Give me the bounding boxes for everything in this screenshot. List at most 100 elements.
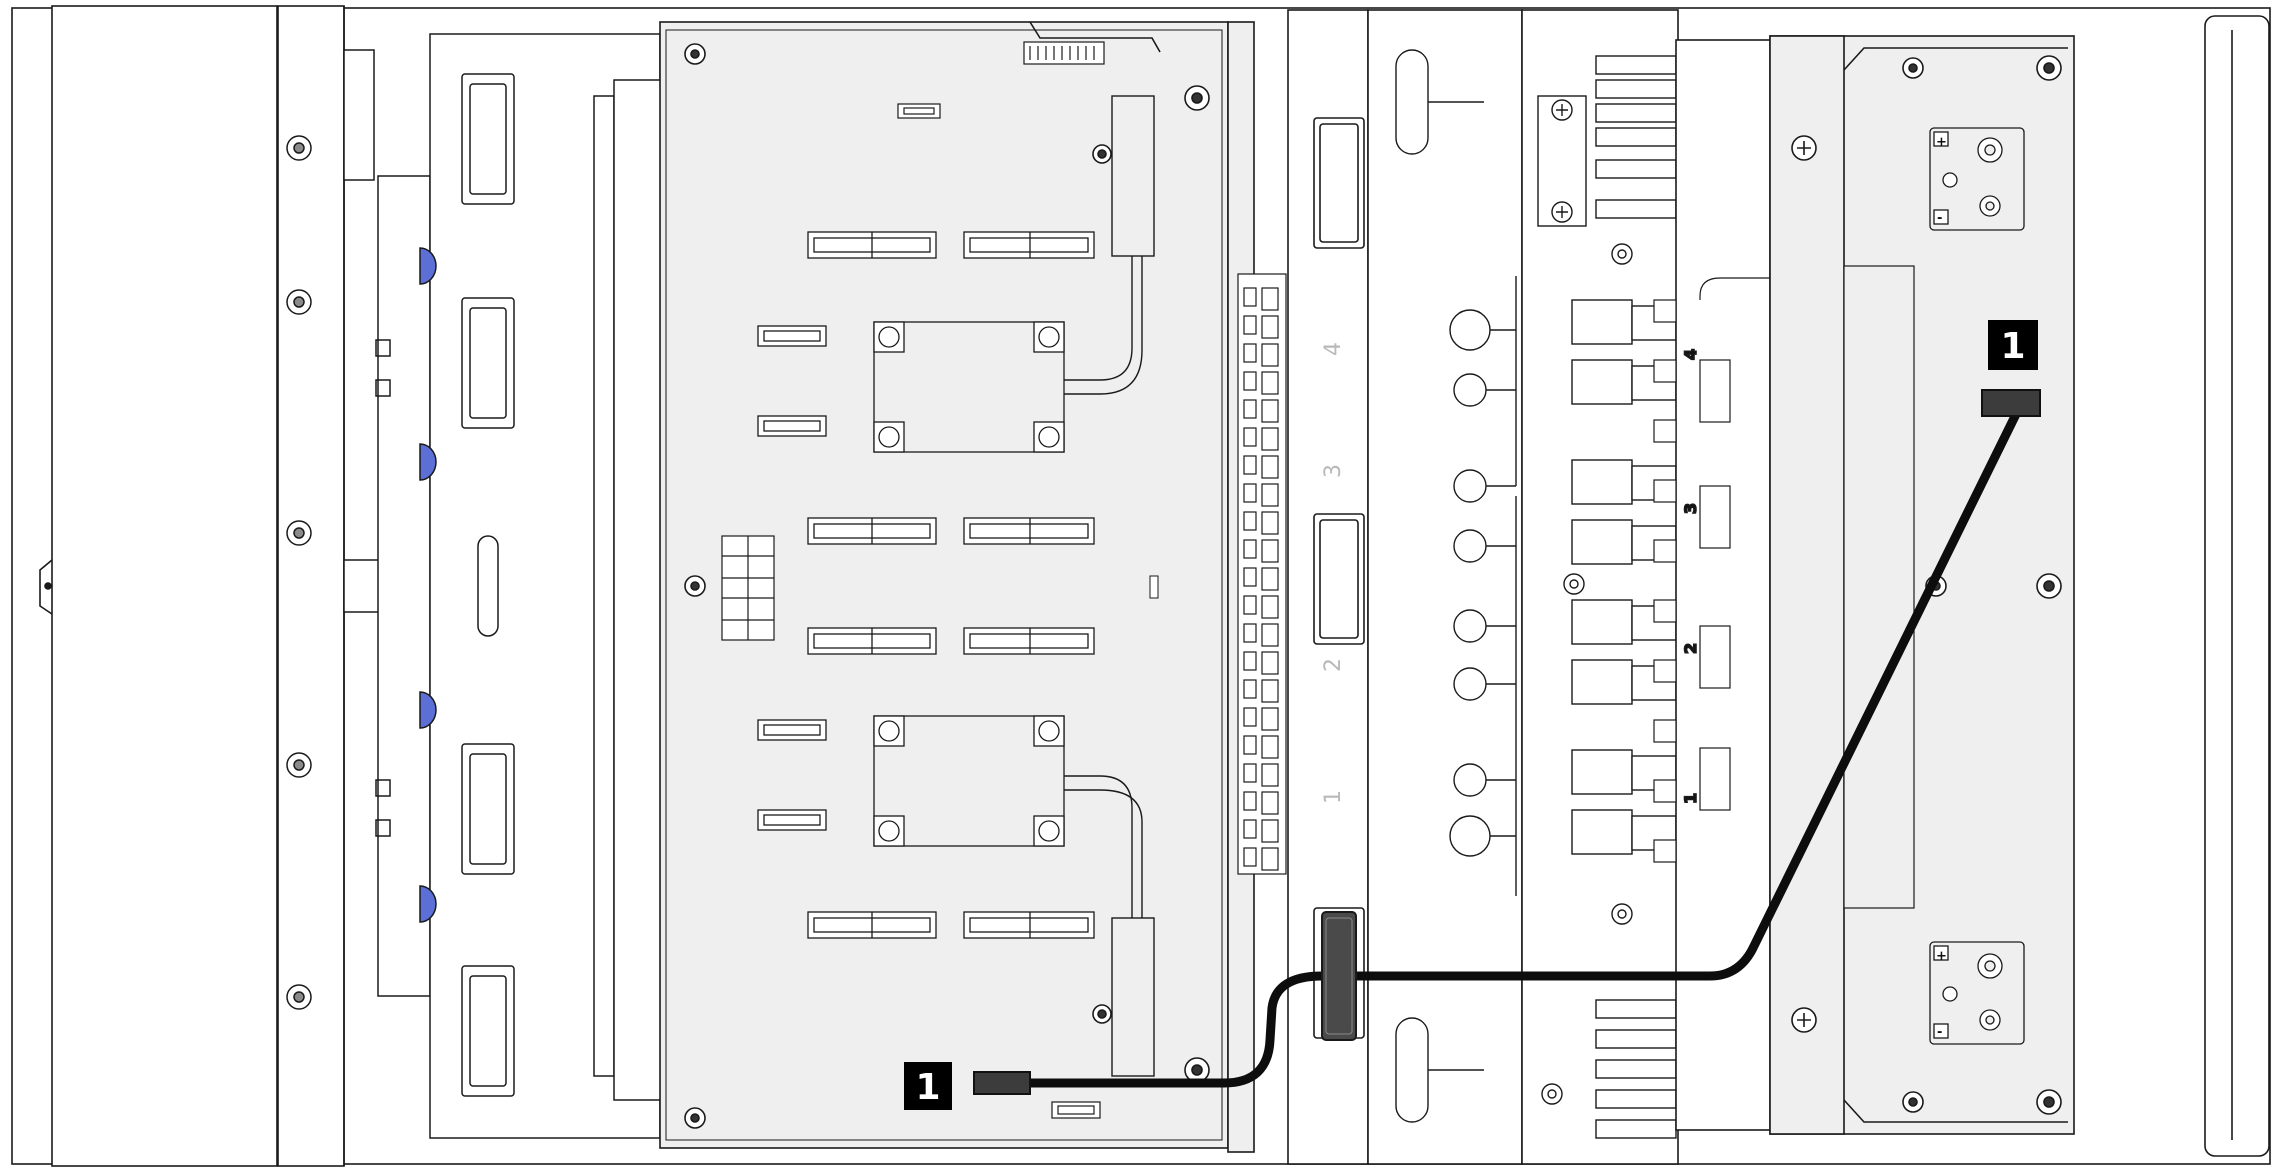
slot-number-4: 4 — [1321, 342, 1346, 356]
pdb-pin — [1653, 539, 1677, 563]
slot-numbers: 4 3 2 1 — [1321, 342, 1346, 804]
backplane-bar — [1595, 1119, 1677, 1139]
backplane-block — [1571, 749, 1633, 795]
backplane-bar — [1595, 1029, 1677, 1049]
backplane-block — [1571, 599, 1633, 645]
cable-connector-psu-end — [1981, 389, 2041, 417]
fan-clip-icon — [419, 691, 437, 729]
strip-pin — [1243, 371, 1257, 391]
pdb-connector — [1699, 485, 1731, 549]
power-terminal-bottom — [1929, 941, 2025, 1045]
pdb-pin — [1653, 419, 1677, 443]
screw-icon — [2036, 55, 2062, 81]
strip-pin — [1243, 343, 1257, 363]
pcie-slot — [963, 627, 1095, 655]
screw-icon — [286, 135, 312, 161]
heat-sinks — [873, 321, 1065, 847]
board-screws — [684, 43, 1210, 1129]
strip-pin — [1243, 539, 1257, 559]
pdb-pin — [1653, 299, 1677, 323]
backplane-bar — [1595, 55, 1677, 75]
callout-psu-end: 1 — [1988, 320, 2038, 370]
strip-pin — [1243, 763, 1257, 783]
strip-pin — [1243, 427, 1257, 447]
strip-pin — [1261, 651, 1279, 675]
round-posts — [1449, 309, 1516, 857]
screw-icon — [1092, 144, 1112, 164]
fan-clip-icon — [419, 247, 437, 285]
strip-pin — [1261, 679, 1279, 703]
strip-pin — [1261, 455, 1279, 479]
strip-pin — [1261, 847, 1279, 871]
screw-icon — [1184, 85, 1210, 111]
backplane — [1449, 55, 1677, 1139]
screw-icon — [1551, 99, 1573, 121]
fan-clip-icon — [419, 885, 437, 923]
pdb-pin — [1653, 659, 1677, 683]
screw-icon — [2036, 573, 2062, 599]
round-tabs — [1395, 49, 1484, 1123]
strip-pin — [1243, 623, 1257, 643]
connector-number-4: 4 — [1681, 349, 1700, 360]
heat-pipes — [1064, 95, 1155, 1077]
screw-icon — [1611, 903, 1633, 925]
screw-icon — [1541, 1083, 1563, 1105]
screw-icon — [1092, 1004, 1112, 1024]
screw-icon — [684, 1107, 706, 1129]
backplane-bar — [1595, 1089, 1677, 1109]
cable-connector-board-end — [973, 1071, 1031, 1095]
backplane-block — [1571, 459, 1633, 505]
strip-pin — [1261, 483, 1279, 507]
pdb-pin — [1653, 359, 1677, 383]
connector-strip — [1237, 273, 1287, 875]
screw-icon — [1184, 1057, 1210, 1083]
strip-pin — [1243, 735, 1257, 755]
short-slot — [757, 415, 827, 437]
screw-icon — [1902, 57, 1924, 79]
pdb-connector — [1699, 747, 1731, 811]
bezel-screws — [286, 135, 312, 1010]
strip-pin — [1261, 427, 1279, 451]
strip-pin — [1243, 315, 1257, 335]
screw-icon — [684, 43, 706, 65]
power-connector-top — [1023, 41, 1105, 65]
riser-board — [659, 21, 1255, 1153]
pcie-slot — [963, 517, 1095, 545]
backplane-bar — [1595, 127, 1677, 147]
strip-pin — [1243, 819, 1257, 839]
strip-pin — [1243, 679, 1257, 699]
screw-icon — [1611, 243, 1633, 265]
polarity-labels: + - + - — [1936, 135, 1947, 1040]
connector-number-3: 3 — [1681, 503, 1700, 514]
strip-pin — [1261, 763, 1279, 787]
strip-pin — [1243, 707, 1257, 727]
pdb-pin — [1653, 779, 1677, 803]
pcie-slots — [757, 231, 1095, 939]
psu-screws — [1791, 55, 2062, 1115]
backplane-bar — [1595, 999, 1677, 1019]
short-slot — [757, 809, 827, 831]
strip-pin — [1243, 847, 1257, 867]
backplane-block — [1571, 299, 1633, 345]
minus-label: - — [1937, 211, 1942, 226]
strip-pin — [1243, 791, 1257, 811]
backplane-bar — [1595, 159, 1677, 179]
backplane-block — [1571, 659, 1633, 705]
strip-pin — [1261, 595, 1279, 619]
drive-bay-handles — [461, 73, 515, 1097]
backplane-bar — [1595, 103, 1677, 123]
short-slot — [757, 325, 827, 347]
strip-pin — [1261, 287, 1279, 311]
strip-pin — [1261, 707, 1279, 731]
fan-clip-icon — [419, 443, 437, 481]
strip-pin — [1243, 651, 1257, 671]
strip-pin — [1261, 343, 1279, 367]
backplane-block — [1571, 519, 1633, 565]
small-connectors — [897, 103, 1101, 1119]
power-distribution-board: 4 3 2 1 — [1653, 39, 1777, 1131]
strip-pin — [1261, 623, 1279, 647]
pcie-slot — [963, 911, 1095, 939]
callout-board-end: 1 — [904, 1062, 952, 1110]
jumper-block — [721, 535, 775, 641]
plus-label: + — [1936, 135, 1947, 150]
